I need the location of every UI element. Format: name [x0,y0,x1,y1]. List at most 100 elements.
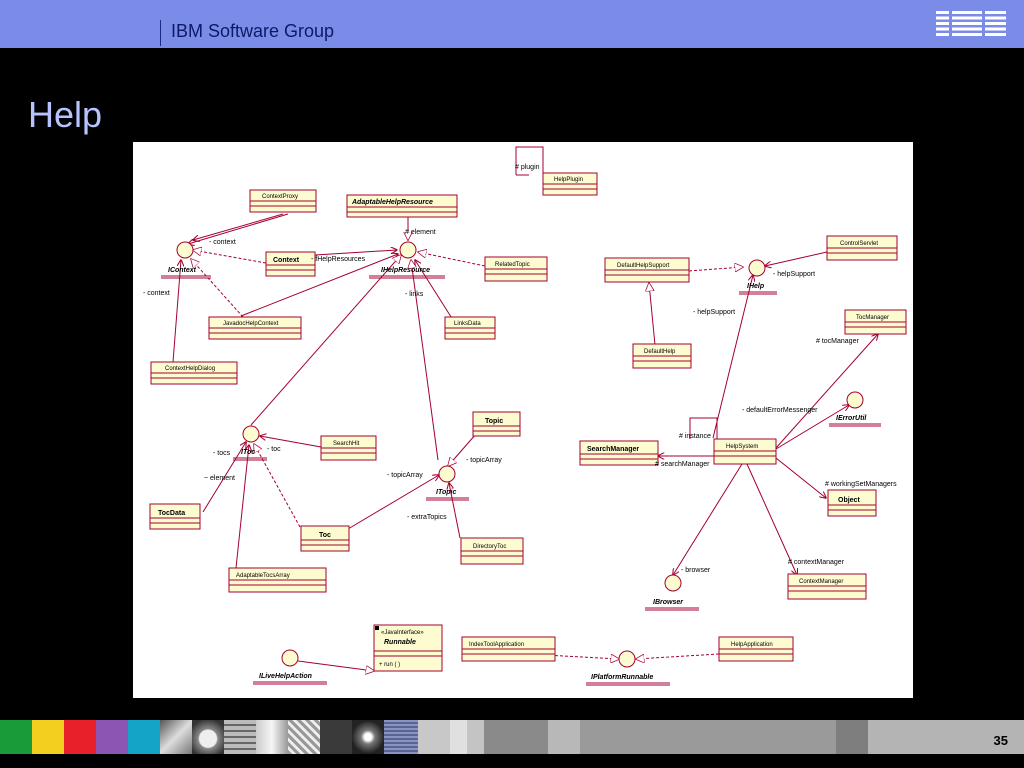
interface-iplatformrunnable: IPlatformRunnable [586,651,670,685]
svg-text:- helpSupport: - helpSupport [693,309,735,316]
footer-swatch-purple [96,720,128,754]
svg-text:- topicArray: - topicArray [466,457,502,464]
interface-icontext: IContext [161,242,211,278]
uml-class-diagram: IContext IHelpResource IHelp IErrorUtil … [133,142,913,698]
ibm-logo [936,10,1006,40]
class-toc: Toc [301,526,349,551]
uml-diagram: IContext IHelpResource IHelp IErrorUtil … [133,142,913,698]
interface-ibrowser: IBrowser [645,575,699,610]
svg-text:DefaultHelpSupport: DefaultHelpSupport [617,263,670,269]
svg-text:AdaptableTocsArray: AdaptableTocsArray [236,573,290,579]
class-nodes: ContextProxy AdaptableHelpResource Conte… [150,173,906,671]
svg-text:Topic: Topic [485,418,503,425]
interface-ihelpresource: IHelpResource [369,242,445,278]
svg-text:# searchManager: # searchManager [655,461,710,468]
svg-text:IBrowser: IBrowser [653,599,684,606]
class-searchmanager: SearchManager [580,441,658,465]
header-separator [160,20,161,46]
svg-text:«JavaInterface»: «JavaInterface» [381,630,424,636]
class-adaptabletocsarray: AdaptableTocsArray [229,568,326,592]
footer-image-tile-1 [160,720,192,754]
class-adaptablehelpresource: AdaptableHelpResource [347,195,457,217]
svg-text:# plugin: # plugin [515,164,540,171]
footer-gray-4 [548,720,580,754]
role-labels: # plugin - context - context # element -… [143,164,897,574]
svg-text:- links: - links [405,291,424,298]
svg-text:- tocs: - tocs [213,450,231,457]
svg-text:# tocManager: # tocManager [816,338,859,345]
class-relatedtopic: RelatedTopic [485,257,547,281]
footer-color-bar [0,720,1024,754]
class-helpapplication: HelpApplication [719,637,793,661]
svg-text:HelpApplication: HelpApplication [731,642,773,648]
svg-text:LinksData: LinksData [454,321,481,327]
svg-text:IPlatformRunnable: IPlatformRunnable [591,674,653,681]
svg-text:- helpSupport: - helpSupport [773,271,815,278]
footer-gray-2 [450,720,484,754]
svg-text:- context: - context [209,239,236,246]
class-context: Context [266,252,315,276]
svg-text:HelpSystem: HelpSystem [726,444,758,450]
class-javadochelpcontext: JavadocHelpContext [209,317,301,339]
footer-image-tile-8 [384,720,418,754]
class-helpsystem: HelpSystem [714,439,776,464]
svg-text:Toc: Toc [319,532,331,539]
footer-gray-6 [836,720,868,754]
svg-text:ITopic: ITopic [436,489,456,496]
svg-text:- fHelpResources: - fHelpResources [311,256,366,263]
class-contexthelpdialog: ContextHelpDialog [151,362,237,384]
footer-gray-1 [418,720,450,754]
svg-text:IErrorUtil: IErrorUtil [836,415,867,422]
svg-text:IHelpResource: IHelpResource [381,267,430,274]
svg-text:ContextManager: ContextManager [799,579,843,585]
class-contextproxy: ContextProxy [250,190,316,212]
interface-ilivehelpaction: ILiveHelpAction [253,650,327,684]
footer-swatch-yellow [32,720,64,754]
page-number: 35 [994,733,1008,748]
class-linksdata: LinksData [445,317,495,339]
svg-text:Context: Context [273,257,300,264]
svg-text:TocManager: TocManager [856,315,889,321]
svg-text:SearchManager: SearchManager [587,446,639,453]
svg-text:DirectoryToc: DirectoryToc [473,544,506,550]
footer-image-tile-2 [192,720,224,754]
class-object: Object [828,490,876,516]
svg-text:ControlServlet: ControlServlet [840,241,878,247]
svg-text:DefaultHelp: DefaultHelp [644,349,676,355]
class-defaulthelpsupport: DefaultHelpSupport [605,258,689,282]
class-controlservlet: ControlServlet [827,236,897,260]
class-directorytoc: DirectoryToc [461,538,523,564]
class-indextoolapplication: IndexToolApplication [462,637,555,661]
svg-text:IHelp: IHelp [747,283,765,290]
svg-text:# contextManager: # contextManager [788,559,845,566]
interface-itopic: ITopic [426,466,469,500]
svg-text:- defaultErrorMessenger: - defaultErrorMessenger [742,407,818,414]
footer-bottom-strip [0,754,1024,768]
interface-ierrorutil: IErrorUtil [829,392,881,426]
svg-text:ILiveHelpAction: ILiveHelpAction [259,673,312,680]
header-group-name: IBM Software Group [171,21,334,42]
svg-text:JavadocHelpContext: JavadocHelpContext [223,321,279,327]
class-topic: Topic [473,412,520,436]
footer-image-tile-4 [256,720,288,754]
svg-text:HelpPlugin: HelpPlugin [554,177,583,183]
slide-title: Help [28,94,102,136]
footer-image-tile-5 [288,720,320,754]
footer-image-tile-7 [352,720,384,754]
class-defaulthelp: DefaultHelp [633,344,691,368]
class-helpplugin: HelpPlugin [543,173,597,195]
footer-gray-5 [580,720,836,754]
slide-header: IBM Software Group [0,0,1024,48]
class-tocmanager: TocManager [845,310,906,334]
svg-text:SearchHit: SearchHit [333,441,360,447]
class-contextmanager: ContextManager [788,574,866,599]
svg-text:AdaptableHelpResource: AdaptableHelpResource [351,199,433,206]
footer-image-tile-3 [224,720,256,754]
footer-swatch-green [0,720,32,754]
interface-ihelp: IHelp [739,260,777,294]
svg-text:Runnable: Runnable [384,639,416,646]
svg-text:IContext: IContext [168,267,197,274]
svg-text:# workingSetManagers: # workingSetManagers [825,481,897,488]
svg-text:IToc: IToc [241,449,255,456]
footer-swatch-cyan [128,720,160,754]
